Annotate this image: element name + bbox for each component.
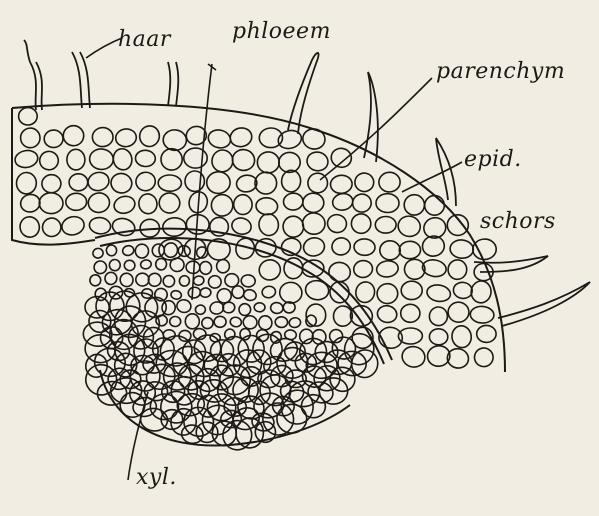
label-schors: schors [480, 209, 556, 234]
label-epid: epid. [464, 147, 522, 172]
label-haar: haar [118, 27, 172, 52]
label-phloeem: phloeem [232, 19, 331, 44]
label-parenchym: parenchym [436, 59, 565, 84]
label-xyl: xyl. [136, 465, 177, 490]
